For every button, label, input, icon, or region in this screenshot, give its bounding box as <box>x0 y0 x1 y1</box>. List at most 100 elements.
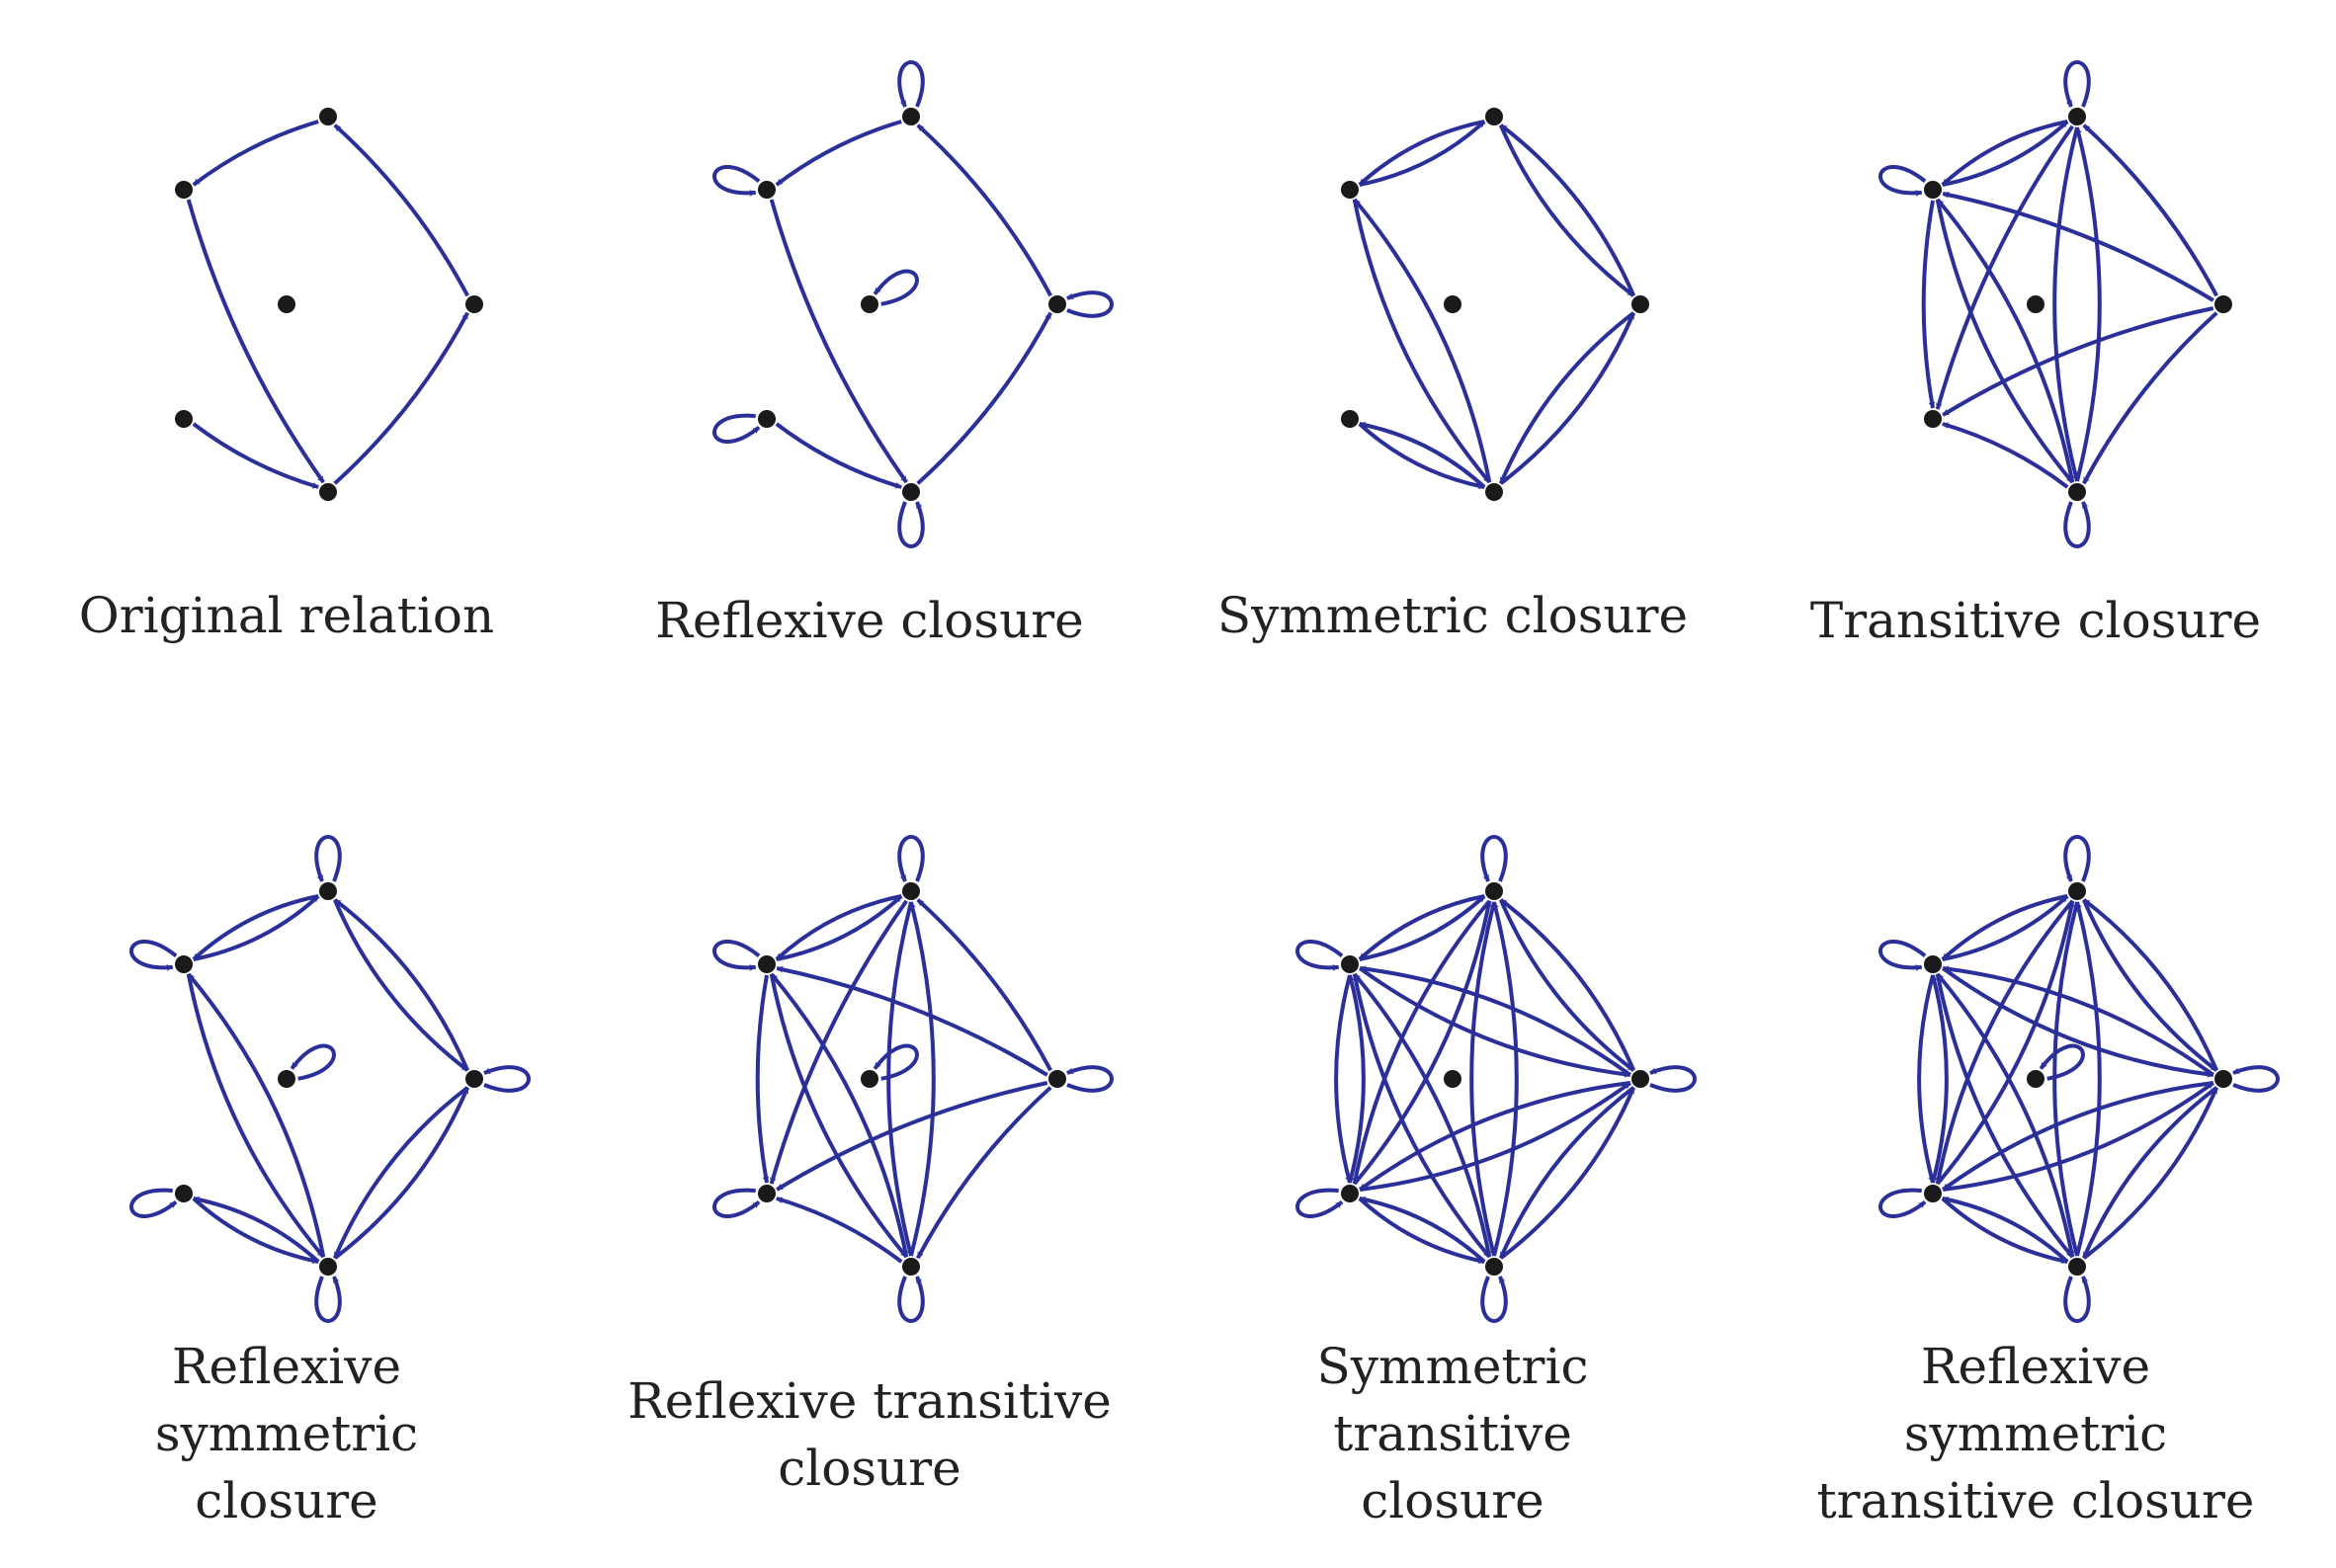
self-loop-0 <box>1480 835 1508 882</box>
edge-3-to-4 <box>916 311 1052 485</box>
edge-0-to-4 <box>1498 124 1635 297</box>
edge-2-to-0 <box>1936 900 2075 1186</box>
edge-4-to-2 <box>1359 1081 1631 1192</box>
node-5 <box>1444 295 1461 313</box>
self-loop-2 <box>712 1188 761 1218</box>
edge-0-to-2 <box>1352 899 1491 1185</box>
node-0 <box>319 108 337 125</box>
node-4 <box>1631 295 1649 313</box>
node-3 <box>902 1258 920 1276</box>
edge-4-to-3 <box>332 1086 469 1260</box>
edge-1-to-2 <box>755 974 770 1184</box>
node-3 <box>1485 483 1503 501</box>
edge-4-to-3 <box>2081 1086 2218 1260</box>
caption-line: transitive closure <box>1817 1472 2255 1529</box>
node-5 <box>861 295 878 313</box>
panel-caption: Symmetric closure <box>1217 587 1688 644</box>
edge-2-to-3 <box>775 422 902 489</box>
edge-4-to-2 <box>776 1081 1048 1192</box>
edge-1-to-0 <box>1359 894 1486 961</box>
caption-line: Symmetric closure <box>1217 587 1688 644</box>
edge-4-to-0 <box>333 898 470 1072</box>
edge-2-to-3 <box>1941 1197 2068 1265</box>
node-3 <box>2068 1258 2086 1276</box>
self-loop-4 <box>1066 290 1114 318</box>
node-2 <box>175 410 193 428</box>
edge-4-to-0 <box>2082 898 2219 1072</box>
edge-0-to-3 <box>1469 901 1496 1257</box>
edge-1-to-0 <box>1942 120 2069 187</box>
edge-2-to-3 <box>1358 1197 1485 1265</box>
caption-line: closure <box>778 1440 960 1497</box>
edge-3-to-2 <box>1942 1196 2069 1264</box>
edge-2-to-1 <box>1931 974 1949 1184</box>
edge-3-to-2 <box>1942 422 2069 489</box>
edge-1-to-3 <box>769 973 908 1259</box>
edge-4-to-0 <box>1499 124 1636 297</box>
edge-3-to-2 <box>776 1197 903 1264</box>
caption-line: closure <box>1361 1472 1543 1529</box>
edge-4-to-0 <box>916 898 1052 1072</box>
edge-4-to-3 <box>1498 311 1635 485</box>
panel-caption: Original relation <box>79 587 494 644</box>
edge-4-to-3 <box>2082 311 2218 485</box>
edge-0-to-4 <box>2081 898 2218 1072</box>
edge-2-to-4 <box>1359 1081 1631 1192</box>
caption-line: Symmetric <box>1317 1338 1589 1395</box>
edge-1-to-0 <box>193 894 320 961</box>
panel-reflexive: Reflexive closure <box>655 60 1114 649</box>
edge-4-to-2 <box>1942 306 2214 417</box>
self-loop-3 <box>2063 501 2091 548</box>
node-1 <box>1924 955 1942 973</box>
node-0 <box>2068 108 2086 125</box>
edge-4-to-1 <box>776 965 1048 1077</box>
self-loop-0 <box>2063 60 2091 108</box>
self-loop-3 <box>1480 1276 1508 1323</box>
edge-1-to-3 <box>1352 199 1491 484</box>
edge-0-to-3 <box>2052 126 2079 482</box>
edge-0-to-1 <box>775 894 902 961</box>
node-1 <box>175 181 193 199</box>
node-4 <box>465 295 483 313</box>
node-4 <box>465 1070 483 1088</box>
edge-3-to-1 <box>187 972 326 1258</box>
edge-4-to-0 <box>1499 898 1636 1072</box>
edge-3-to-4 <box>1499 1086 1636 1260</box>
edge-4-to-0 <box>916 124 1052 297</box>
self-loop-1 <box>712 940 761 971</box>
node-3 <box>902 483 920 501</box>
edge-0-to-2 <box>769 899 908 1185</box>
node-2 <box>758 410 776 428</box>
node-1 <box>1341 181 1359 199</box>
self-loop-2 <box>1295 1188 1344 1218</box>
node-2 <box>1924 410 1942 428</box>
edge-2-to-0 <box>1353 900 1492 1186</box>
edge-3-to-4 <box>333 1086 470 1260</box>
edge-0-to-1 <box>1941 894 2068 961</box>
edge-0-to-2 <box>1935 899 2074 1185</box>
edge-3-to-2 <box>193 1196 320 1264</box>
self-loop-0 <box>897 60 925 108</box>
self-loop-0 <box>314 835 342 882</box>
edge-2-to-1 <box>1348 974 1366 1184</box>
edge-0-to-1 <box>1941 120 2068 187</box>
self-loop-4 <box>2232 1065 2280 1093</box>
edge-0-to-1 <box>775 120 902 187</box>
edge-1-to-3 <box>1352 973 1491 1259</box>
node-0 <box>1485 108 1503 125</box>
edge-1-to-3 <box>769 199 908 484</box>
edge-0-to-1 <box>192 120 319 187</box>
node-2 <box>758 1185 776 1202</box>
edge-3-to-4 <box>2082 1086 2219 1260</box>
node-3 <box>319 1258 337 1276</box>
self-loop-0 <box>2063 835 2091 882</box>
edge-4-to-2 <box>1942 1081 2214 1192</box>
node-5 <box>861 1070 878 1088</box>
node-4 <box>1048 1070 1066 1088</box>
